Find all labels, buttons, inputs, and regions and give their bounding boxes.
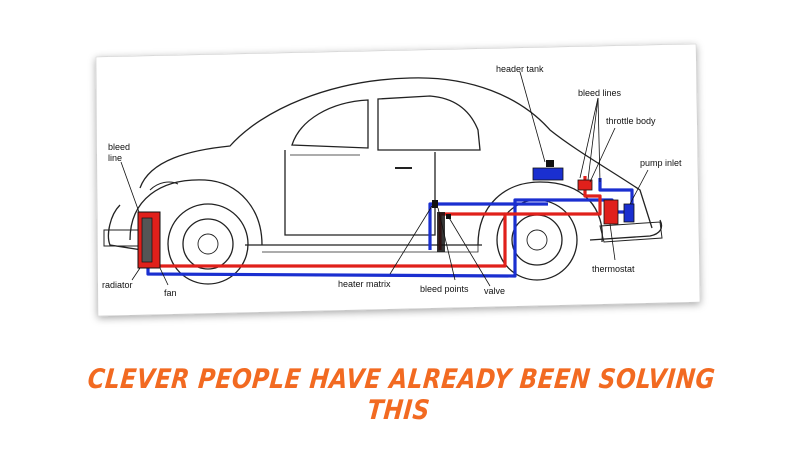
bleed-point-1: [432, 200, 438, 208]
label-pump-inlet: pump inlet: [640, 158, 682, 168]
leader-lines: [120, 71, 649, 287]
label-radiator: radiator: [102, 280, 133, 290]
label-thermostat: thermostat: [592, 264, 635, 274]
paper-sheet: [95, 43, 701, 317]
headline-text: CLEVER PEOPLE HAVE ALREADY BEEN SOLVING …: [86, 364, 717, 426]
label-heater-matrix: heater matrix: [338, 279, 391, 289]
pump-inlet-block: [623, 203, 635, 223]
fan-block: [141, 217, 153, 263]
label-bleed-line-2: line: [108, 153, 122, 163]
hot-pipe: [153, 176, 602, 268]
valve-block: [437, 212, 445, 252]
header-tank-cap: [546, 160, 554, 167]
label-valve: valve: [484, 286, 505, 296]
label-bleed-line-1: bleed: [108, 142, 130, 152]
label-bleed-lines: bleed lines: [578, 88, 622, 98]
throttle-body-block: [577, 179, 593, 191]
label-header-tank: header tank: [496, 64, 544, 74]
cold-pipe-heater: [428, 202, 548, 250]
headline: CLEVER PEOPLE HAVE ALREADY BEEN SOLVING …: [0, 364, 800, 426]
label-throttle-body: throttle body: [606, 116, 656, 126]
label-fan: fan: [164, 288, 177, 298]
diagram-labels: bleed line header tank bleed lines throt…: [102, 64, 682, 298]
front-wheel: [167, 203, 249, 285]
header-tank-block: [532, 167, 564, 181]
label-bleed-points: bleed points: [420, 284, 469, 294]
thermostat-block: [603, 199, 619, 225]
